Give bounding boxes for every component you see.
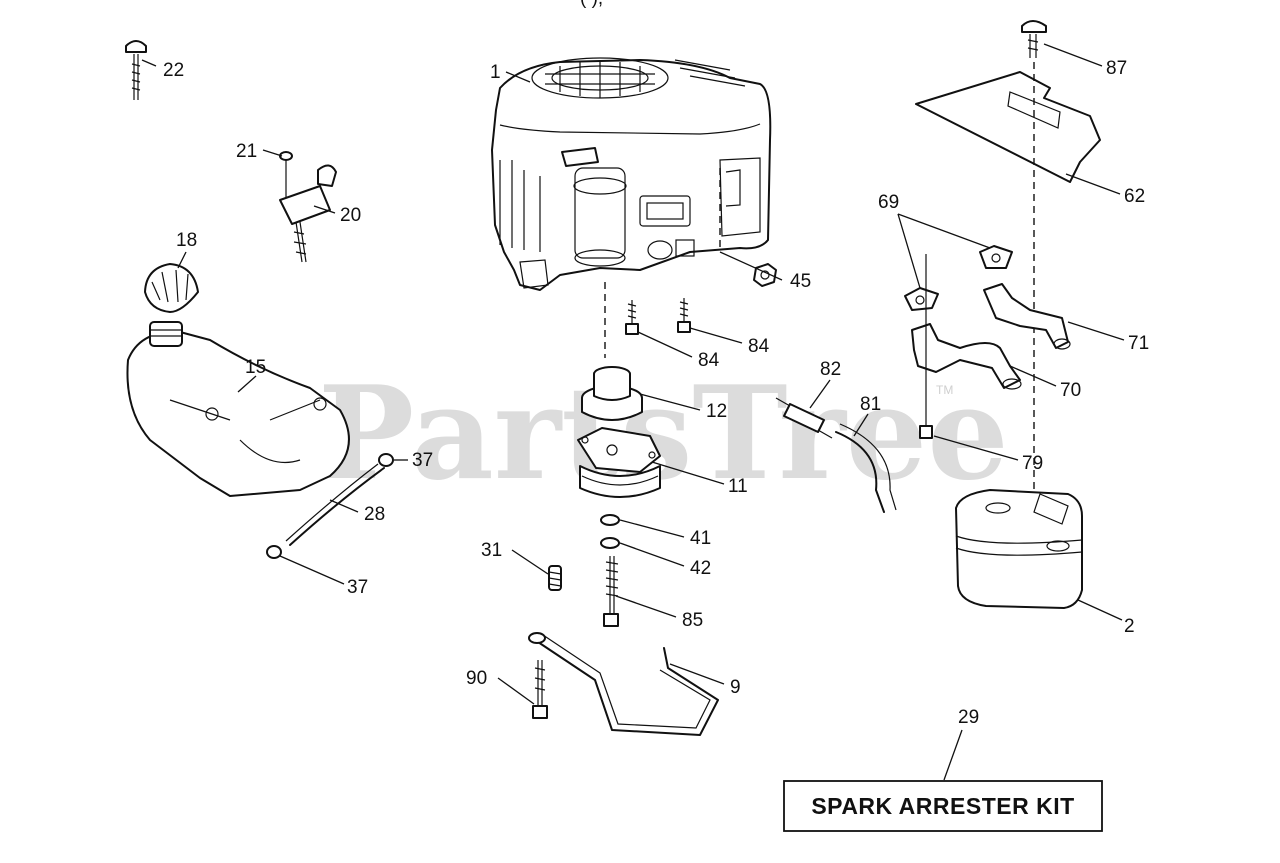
callout-20: 20 [340,205,361,226]
callout-84-left: 84 [698,350,720,371]
knob-bolt-icon[interactable] [1021,20,1047,58]
hose-edge [839,423,897,511]
callout-18: 18 [176,230,197,251]
callout-9: 9 [730,677,741,698]
bolt-icon[interactable] [919,254,933,439]
exhaust-pipe-icon[interactable] [911,323,1022,390]
leader-lines [141,43,1125,781]
callout-2: 2 [1124,616,1135,637]
engine-icon[interactable] [491,57,772,291]
callout-81: 81 [860,394,881,415]
gasket-icon[interactable] [979,245,1013,269]
callout-82: 82 [820,359,841,380]
callout-11: 11 [728,476,748,497]
callout-84-right: 84 [748,336,770,357]
spark-arrester-kit-box: SPARK ARRESTER KIT [783,780,1103,832]
header-fragment: ( ), [580,0,603,9]
callout-15: 15 [245,357,266,378]
fuel-cap-icon[interactable] [144,263,199,313]
screw-icon[interactable] [279,151,293,200]
bolt-icon[interactable] [532,660,548,719]
gasket-icon[interactable] [904,287,939,311]
callout-62: 62 [1124,186,1145,207]
pulley-icon[interactable] [581,366,643,421]
callout-labels: 22 21 20 18 15 37 28 37 1 45 84 84 12 11… [163,58,1149,728]
callout-37-upper: 37 [412,450,433,471]
rod-icon[interactable] [528,632,719,736]
bolt-icon[interactable] [625,300,639,335]
callout-21: 21 [236,141,257,162]
callout-87: 87 [1106,58,1127,79]
bolt-icon[interactable] [603,556,619,627]
exhaust-pipe-icon[interactable] [983,283,1071,350]
callout-31: 31 [481,540,502,561]
knob-bolt-icon[interactable] [125,40,147,100]
coupler-icon[interactable] [548,565,562,591]
callout-42: 42 [690,558,711,579]
bolt-icon[interactable] [677,298,691,333]
pto-clutch-icon[interactable] [577,427,661,498]
heat-shield-icon[interactable] [915,71,1101,183]
dipstick-icon[interactable] [279,164,337,263]
washer-icon[interactable] [600,514,620,526]
spark-arrester-kit-label: SPARK ARRESTER KIT [811,793,1074,819]
callout-90: 90 [466,668,487,689]
callout-79: 79 [1022,453,1043,474]
washer-icon[interactable] [600,537,620,549]
callout-12: 12 [706,401,727,422]
callout-37-lower: 37 [347,577,368,598]
callout-22: 22 [163,60,184,81]
fuel-tank-icon[interactable] [126,321,350,497]
callout-29: 29 [958,707,979,728]
clamp-icon[interactable] [378,453,394,467]
callout-71: 71 [1128,333,1149,354]
clamp-icon[interactable] [266,545,282,559]
muffler-icon[interactable] [955,489,1083,609]
nut-icon[interactable] [753,263,777,287]
watermark-trademark: TM [936,383,953,397]
callout-69: 69 [878,192,899,213]
fuel-line-edge [285,463,379,542]
watermark: PartsTree [318,359,1009,509]
callout-41: 41 [690,528,711,549]
hose-icon[interactable] [835,431,885,513]
callout-28: 28 [364,504,385,525]
callout-45: 45 [790,271,811,292]
callout-85: 85 [682,610,703,631]
fuel-filter-icon[interactable] [775,397,833,439]
callout-70: 70 [1060,380,1081,401]
callout-1: 1 [490,62,501,83]
